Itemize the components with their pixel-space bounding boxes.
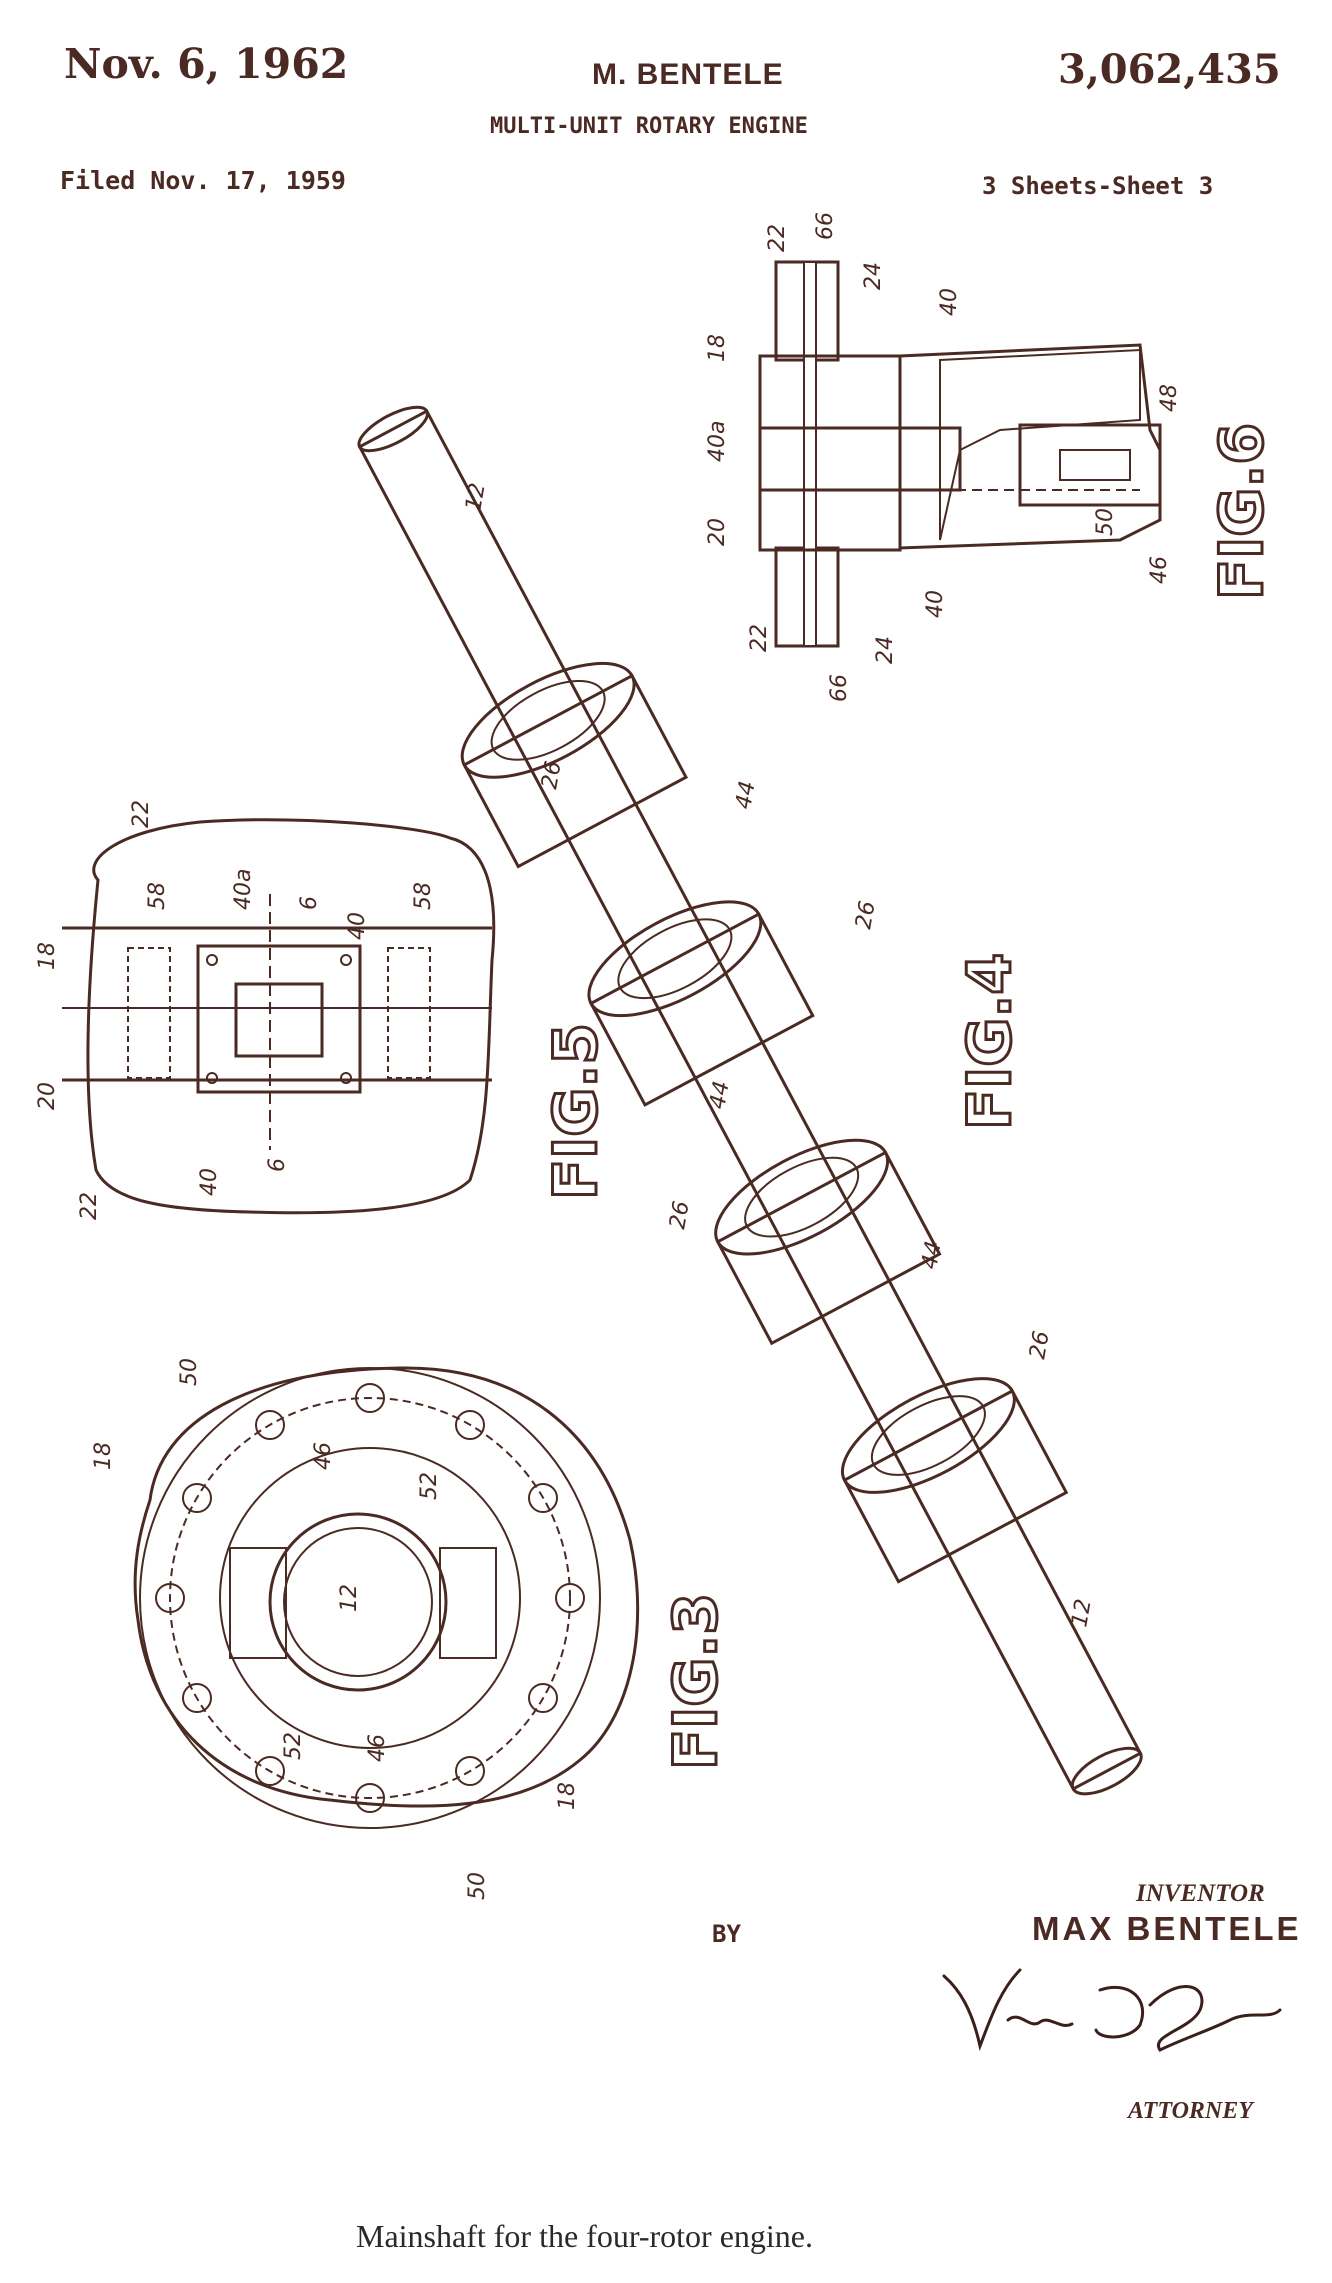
patent-title: MULTI-UNIT ROTARY ENGINE [490, 114, 808, 139]
fig4-ref: 12 [461, 481, 490, 513]
fig4-ref: 26 [851, 899, 880, 931]
fig6-ref: 20 [705, 518, 730, 546]
fig3-ref: 50 [465, 1872, 490, 1900]
fig4-ref: 26 [665, 1199, 694, 1231]
inventor-name: MAX BENTELE [1032, 1910, 1302, 1947]
fig4-ref: 44 [731, 779, 760, 811]
fig6-ref: 22 [765, 224, 790, 252]
fig6-ref: 40 [923, 590, 948, 618]
inventor-label: INVENTOR [1136, 1880, 1265, 1907]
fig5-ref: 20 [35, 1082, 60, 1110]
patent-date: Nov. 6, 1962 [64, 40, 349, 88]
fig4-mainshaft: 12 26 44 26 44 26 44 26 12 FIG.4 [357, 405, 1143, 1796]
header-inventor: M. BENTELE [592, 58, 784, 91]
fig4-label: FIG.4 [955, 953, 1025, 1130]
fig3-ref: 12 [337, 1584, 362, 1612]
fig5-ref: 6 [297, 896, 322, 910]
fig5-ref: 22 [77, 1192, 102, 1220]
attorney-signature [942, 1968, 1282, 2052]
fig3-endview: 50 18 46 52 12 52 46 18 50 FIG.3 [91, 1358, 733, 1900]
fig6-ref: 24 [861, 262, 886, 290]
filed-date: Filed Nov. 17, 1959 [60, 166, 346, 195]
fig5-ref: 40 [197, 1168, 222, 1196]
attorney-label: ATTORNEY [1128, 2098, 1253, 2124]
fig6-ref: 40 [937, 288, 962, 316]
fig5-label: FIG.5 [541, 1023, 611, 1200]
fig6-ref: 46 [1147, 556, 1172, 584]
patent-number: 3,062,435 [1058, 46, 1281, 93]
fig3-ref: 52 [281, 1732, 306, 1760]
fig4-ref: 12 [1067, 1597, 1096, 1629]
fig5-ref: 22 [129, 800, 154, 828]
fig5-ref: 40a [231, 869, 256, 910]
fig5-ref: 58 [411, 882, 436, 910]
fig3-bolt-ring [155, 1383, 585, 1813]
by-label: BY [712, 1920, 741, 1948]
fig3-ref: 46 [365, 1734, 390, 1762]
fig4-ref: 44 [705, 1079, 734, 1111]
sheet-number: 3 Sheets-Sheet 3 [982, 172, 1214, 200]
fig6-ref: 66 [813, 212, 838, 240]
fig5-ref: 58 [145, 882, 170, 910]
figure-caption: Mainshaft for the four-rotor engine. [356, 2218, 813, 2254]
fig5-ref: 6 [265, 1158, 290, 1172]
fig6-ref: 40a [705, 421, 730, 462]
fig6-section: 22 66 24 40 18 40a 48 20 50 46 40 22 24 … [705, 212, 1279, 702]
fig3-ref: 46 [311, 1442, 336, 1470]
fig6-ref: 18 [705, 334, 730, 362]
fig6-ref: 66 [827, 674, 852, 702]
fig6-ref: 24 [873, 636, 898, 664]
fig4-ref: 26 [537, 759, 566, 791]
fig6-label: FIG.6 [1207, 423, 1277, 600]
fig6-ref: 50 [1093, 508, 1118, 536]
fig6-ref: 48 [1157, 384, 1182, 412]
fig6-ref: 22 [747, 624, 772, 652]
fig3-ref: 18 [555, 1782, 580, 1810]
fig3-ref: 18 [91, 1442, 116, 1470]
fig3-ref: 50 [177, 1358, 202, 1386]
fig5-ref: 18 [35, 942, 60, 970]
fig3-label: FIG.3 [661, 1593, 731, 1770]
fig3-ref: 52 [417, 1472, 442, 1500]
fig5-plan: 22 18 58 40a 6 40 58 20 40 6 22 FIG.5 [35, 800, 613, 1220]
fig4-ref: 26 [1025, 1329, 1054, 1361]
fig4-ref: 44 [917, 1239, 946, 1271]
fig5-ref: 40 [345, 912, 370, 940]
